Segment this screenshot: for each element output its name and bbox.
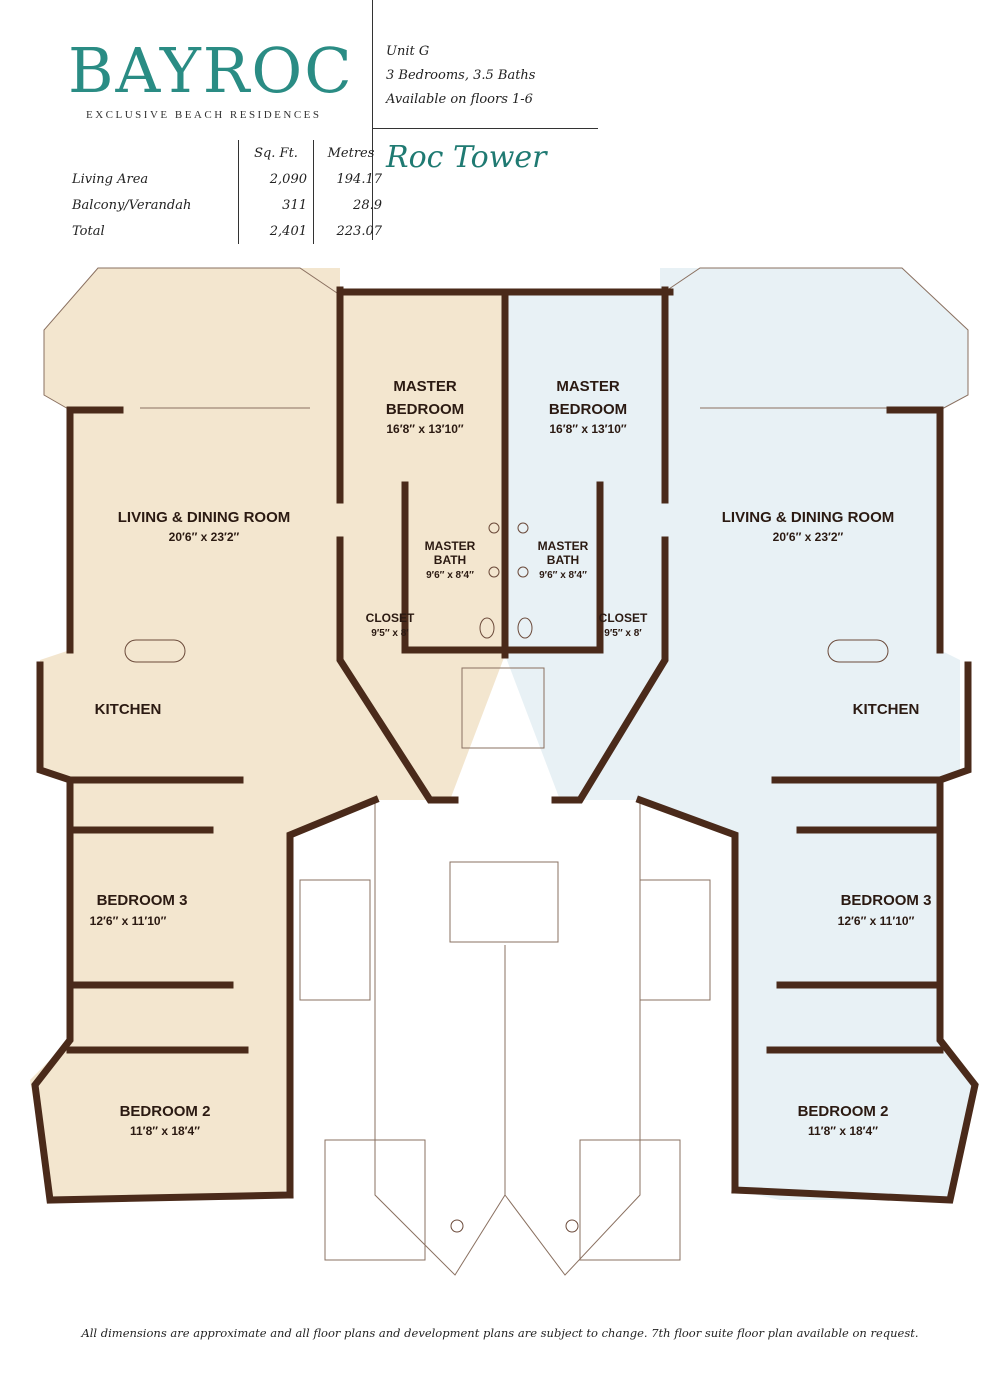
right-bedroom2-dim: 11′8″ x 18′4″	[808, 1124, 878, 1138]
column-icon	[450, 1219, 464, 1233]
left-wall-bed3	[31, 776, 294, 1204]
right-master-bedroom-label1: MASTER	[556, 378, 620, 395]
area-table: Sq. Ft. Metres Living Area 2,090 194.17 …	[66, 140, 388, 244]
corridor-right	[504, 800, 641, 1276]
right-wall-core	[635, 795, 739, 1194]
right-unit-fill	[505, 268, 975, 1200]
left-bedroom3-label: BEDROOM 3	[97, 892, 188, 909]
left-room-labels: MASTER BEDROOM 16′8″ x 13′10″ LIVING & D…	[90, 378, 476, 1138]
right-master-bedroom-label2: BEDROOM	[549, 401, 627, 418]
left-master-bath-label2: BATH	[434, 553, 466, 567]
right-bedroom3-dim: 12′6″ x 11′10″	[838, 914, 915, 928]
left-bedroom2-label: BEDROOM 2	[120, 1103, 211, 1120]
area-label: Living Area	[72, 171, 149, 187]
sink-icon	[517, 566, 529, 578]
right-living-label: LIVING & DINING ROOM	[722, 509, 895, 526]
left-master-bath-dim: 9′6″ x 8′4″	[426, 570, 474, 581]
left-bath-wall	[401, 481, 509, 654]
area-metres: 28.9	[313, 192, 388, 218]
left-master-bedroom-label2: BEDROOM	[386, 401, 464, 418]
right-wall-bed3	[731, 776, 979, 1204]
left-living-label: LIVING & DINING ROOM	[118, 509, 291, 526]
sink-icon	[488, 522, 500, 534]
area-row: Living Area 2,090 194.17	[66, 166, 388, 192]
right-kitchen-island-icon	[827, 639, 889, 663]
right-wall-kitchen	[935, 661, 972, 785]
area-sqft: 311	[238, 192, 314, 218]
left-unit-fill	[30, 268, 505, 1200]
left-wall-core	[286, 795, 380, 1199]
fixtures	[124, 522, 889, 1233]
right-master-bath-label1: MASTER	[538, 539, 589, 553]
right-closet-dim: 9′5″ x 8′	[604, 628, 642, 639]
right-closet-label: CLOSET	[599, 611, 648, 625]
area-metres: 194.17	[313, 166, 388, 192]
left-master-bedroom-dim: 16′8″ x 13′10″	[386, 422, 464, 436]
area-sqft: 2,401	[238, 218, 314, 244]
corridor-left	[374, 800, 506, 1276]
entry-right	[579, 1139, 681, 1261]
left-closet-label: CLOSET	[366, 611, 415, 625]
entry-left	[324, 1139, 426, 1261]
right-bedroom2-label: BEDROOM 2	[798, 1103, 889, 1120]
sink-icon	[488, 566, 500, 578]
corridor-outline	[299, 667, 711, 1276]
left-master-bath-label1: MASTER	[425, 539, 476, 553]
left-master-bedroom-label1: MASTER	[393, 378, 457, 395]
area-row: Balcony/Verandah 311 28.9	[66, 192, 388, 218]
left-bedroom2-dim: 11′8″ x 18′4″	[130, 1124, 200, 1138]
left-balcony-outline	[43, 267, 341, 411]
walls	[31, 286, 979, 1204]
unit-name: Unit G	[386, 44, 430, 59]
metres-header: Metres	[313, 140, 388, 166]
right-bedroom3-label: BEDROOM 3	[841, 892, 932, 909]
right-master-bath-label2: BATH	[547, 553, 579, 567]
area-label: Total	[72, 223, 105, 239]
elevator-bottom	[449, 861, 559, 943]
sqft-header: Sq. Ft.	[238, 140, 314, 166]
tower-name: Roc Tower	[386, 140, 547, 175]
unit-bedrooms: 3 Bedrooms, 3.5 Baths	[386, 68, 536, 83]
bayroc-logo: BAYROC EXCLUSIVE BEACH RESIDENCES	[60, 30, 360, 130]
logo-subtitle: EXCLUSIVE BEACH RESIDENCES	[86, 109, 322, 121]
sink-icon	[517, 522, 529, 534]
left-living-dim: 20′6″ x 23′2″	[169, 530, 240, 544]
logo-wordmark: BAYROC	[68, 34, 354, 107]
column-icon	[565, 1219, 579, 1233]
area-sqft: 2,090	[238, 166, 314, 192]
left-bedroom3-dim: 12′6″ x 11′10″	[90, 914, 167, 928]
unit-floors: Available on floors 1-6	[386, 92, 533, 107]
disclaimer: All dimensions are approximate and all f…	[81, 1326, 919, 1340]
left-kitchen-island-icon	[124, 639, 186, 663]
balconies	[43, 267, 969, 411]
right-room-labels: MASTER BEDROOM 16′8″ x 13′10″ LIVING & D…	[538, 378, 932, 1138]
stair-left	[299, 879, 371, 1001]
left-wall-kitchen	[36, 661, 75, 785]
area-table-header: Sq. Ft. Metres	[66, 140, 388, 166]
right-balcony-outline	[659, 267, 969, 411]
area-label: Balcony/Verandah	[72, 197, 192, 213]
area-metres: 223.07	[313, 218, 388, 244]
right-closet-wall	[551, 536, 669, 804]
header-divider-vertical	[372, 0, 373, 240]
left-closet-dim: 9′5″ x 8′	[371, 628, 409, 639]
right-kitchen-label: KITCHEN	[853, 701, 920, 718]
left-kitchen-label: KITCHEN	[95, 701, 162, 718]
stair-right	[639, 879, 711, 1001]
header-divider-horizontal	[372, 128, 598, 129]
area-row: Total 2,401 223.07	[66, 218, 388, 244]
toilet-icon	[517, 617, 533, 639]
left-closet-wall	[336, 536, 459, 804]
right-master-bath-dim: 9′6″ x 8′4″	[539, 570, 587, 581]
right-master-bedroom-dim: 16′8″ x 13′10″	[549, 422, 627, 436]
right-bath-wall	[501, 481, 604, 654]
right-living-dim: 20′6″ x 23′2″	[773, 530, 844, 544]
toilet-icon	[479, 617, 495, 639]
unit-info: Unit G 3 Bedrooms, 3.5 Baths Available o…	[386, 40, 535, 112]
elevator-top	[461, 667, 545, 749]
